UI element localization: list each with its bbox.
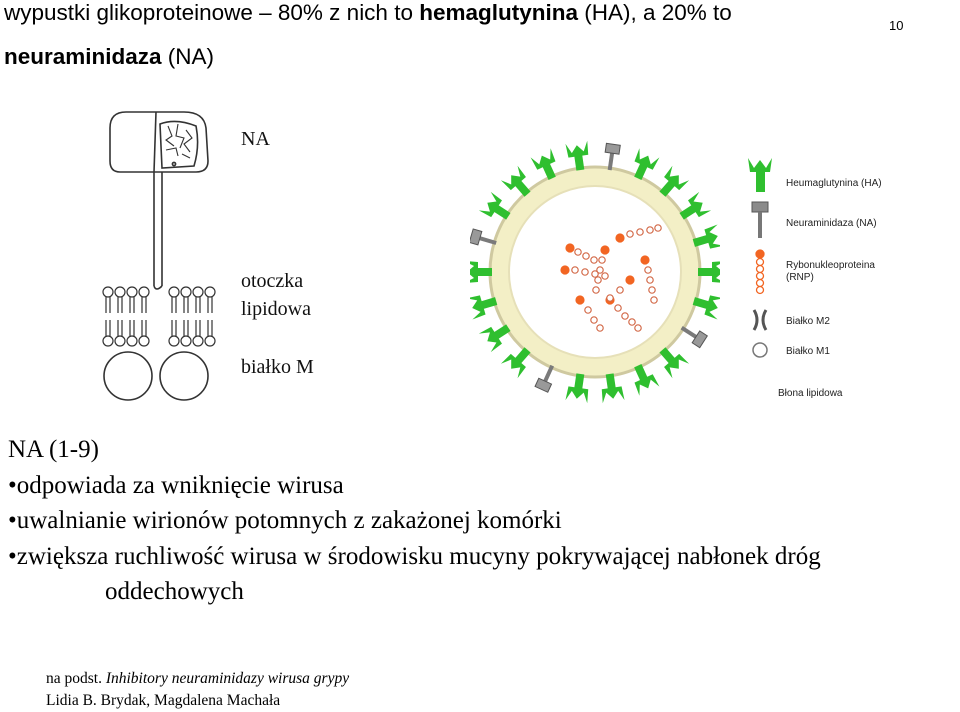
label-na: NA	[241, 128, 270, 151]
rnp-bead	[582, 269, 588, 275]
rnp-bead	[591, 317, 597, 323]
rnp-bead	[629, 319, 635, 325]
rnp-bead	[616, 234, 624, 242]
label-bialko-m: białko M	[241, 356, 314, 379]
legend-na: Neuraminidaza (NA)	[786, 218, 877, 229]
rnp-bead	[626, 276, 634, 284]
rnp-bead	[649, 287, 655, 293]
rnp-bead	[572, 267, 578, 273]
rnp-bead	[647, 277, 653, 283]
rnp-bead	[651, 297, 657, 303]
rnp-bead	[637, 229, 643, 235]
rnp-bead	[627, 231, 633, 237]
section-heading: NA (1-9)	[8, 432, 821, 468]
bullet-item-continuation: oddechowych	[8, 574, 821, 610]
legend-lipid: Błona lipidowa	[778, 388, 843, 399]
virion-legend: Heumaglutynina (HA) Neuraminidaza (NA) R…	[740, 150, 940, 410]
neuraminidase-structure-diagram	[96, 106, 228, 406]
rnp-bead	[601, 246, 609, 254]
legend-rnp-abbr: (RNP)	[786, 272, 814, 283]
rnp-bead	[622, 313, 628, 319]
ha-spike	[698, 261, 720, 283]
ha-legend-icon	[748, 158, 772, 192]
rnp-bead	[597, 325, 603, 331]
bullet-item: •odpowiada za wniknięcie wirusa	[8, 468, 821, 504]
rnp-legend-icon	[756, 250, 764, 294]
rnp-bead	[645, 267, 651, 273]
rnp-bead	[583, 253, 589, 259]
legend-m2: Białko M2	[786, 316, 830, 327]
page-number: 10	[889, 18, 903, 33]
bullet-item: •uwalnianie wirionów potomnych z zakażon…	[8, 503, 821, 539]
rnp-bead	[615, 305, 621, 311]
rnp-bead	[641, 256, 649, 264]
rnp-bead	[592, 271, 598, 277]
legend-ha: Heumaglutynina (HA)	[786, 178, 882, 189]
rnp-bead	[599, 257, 605, 263]
m2-legend-icon	[754, 310, 766, 330]
rnp-bead	[635, 325, 641, 331]
legend-m1: Białko M1	[786, 346, 830, 357]
body-text: NA (1-9) •odpowiada za wniknięcie wirusa…	[8, 432, 821, 610]
rnp-bead	[595, 277, 601, 283]
label-otoczka: otoczka	[241, 270, 303, 293]
rnp-bead	[585, 307, 591, 313]
ha-spike	[470, 261, 492, 283]
footer-citation: na podst. Inhibitory neuraminidazy wirus…	[46, 668, 349, 712]
rnp-bead	[602, 273, 608, 279]
rnp-bead	[655, 225, 661, 231]
rnp-bead	[607, 295, 613, 301]
bullet-item: •zwiększa ruchliwość wirusa w środowisku…	[8, 539, 821, 575]
rnp-bead	[593, 287, 599, 293]
rnp-bead	[591, 257, 597, 263]
rnp-bead	[576, 296, 584, 304]
legend-rnp: Rybonukleoproteina	[786, 260, 875, 271]
label-lipidowa: lipidowa	[241, 298, 311, 321]
footer-authors: Lidia B. Brydak, Magdalena Machała	[46, 690, 349, 712]
rnp-bead	[647, 227, 653, 233]
m1-legend-icon	[753, 343, 767, 357]
slide-title-line1: wypustki glikoproteinowe – 80% z nich to…	[4, 0, 732, 26]
rnp-bead	[561, 266, 569, 274]
rnp-bead	[575, 249, 581, 255]
slide-title-line2: neuraminidaza (NA)	[4, 44, 214, 70]
influenza-virion-diagram	[470, 140, 720, 410]
na-legend-icon	[752, 202, 768, 238]
rnp-bead	[566, 244, 574, 252]
rnp-bead	[617, 287, 623, 293]
